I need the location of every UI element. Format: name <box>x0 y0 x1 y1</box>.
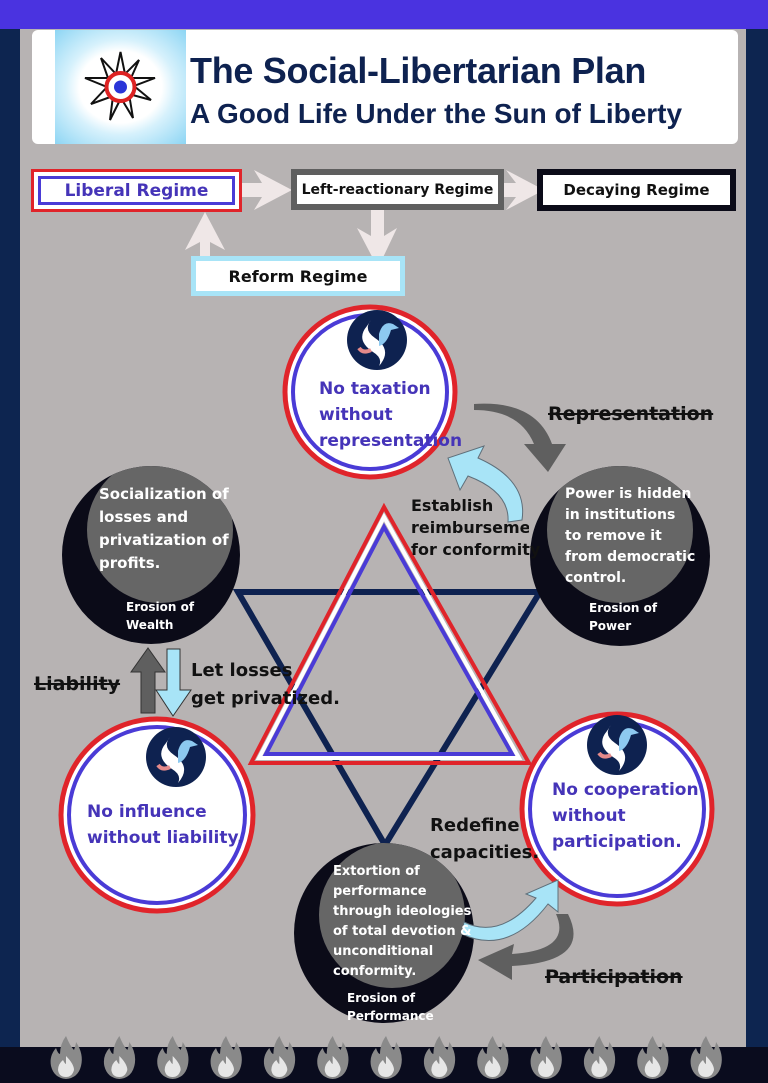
arrow-liberal-to-leftreactionary <box>240 170 292 210</box>
regime-left-reactionary: Left-reactionary Regime <box>291 169 504 210</box>
regime-reform-label: Reform Regime <box>228 266 368 286</box>
regime-decaying: Decaying Regime <box>537 169 736 211</box>
top-bar <box>0 0 768 29</box>
erosion-performance-circle <box>294 843 474 1023</box>
principle-left-text: No influence without liability. <box>87 802 244 848</box>
red-triangle <box>247 502 533 765</box>
regime-reform: Reform Regime <box>191 256 405 296</box>
annotation-let-losses: Let losses get privatized. <box>191 660 340 709</box>
grey-curved-arrow-participation <box>478 914 574 980</box>
erosion-power-label: Erosion of Power <box>589 601 658 633</box>
flame-icon <box>477 1036 509 1079</box>
principle-right-text: No cooperation without participation. <box>552 780 699 852</box>
erosion-performance-text: Extortion of performance through ideolog… <box>333 864 472 979</box>
flame-icon <box>317 1036 349 1079</box>
regime-left-reactionary-label: Left-reactionary Regime <box>301 181 494 198</box>
frame-left <box>0 29 20 1049</box>
arrow-leftreactionary-to-decaying <box>498 170 544 210</box>
frame-right <box>746 29 768 1049</box>
regime-liberal: Liberal Regime <box>31 169 242 212</box>
flame-icon <box>583 1036 616 1079</box>
annotation-establish-reimbursement: Establish reimbursement for conformity <box>411 496 541 559</box>
lightblue-curved-arrow-participation <box>461 879 559 941</box>
erosion-performance-label: Erosion of Performance <box>347 991 434 1023</box>
flame-icon <box>263 1036 296 1079</box>
flame-icon <box>423 1036 456 1079</box>
annotation-redefine-capacities: Redefine capacities. <box>430 815 540 863</box>
phoenix-emblem-icon <box>347 310 407 370</box>
arrow-leftreactionary-to-reform <box>357 210 397 268</box>
flame-icon <box>103 1036 136 1079</box>
page-subtitle: A Good Life Under the Sun of Liberty <box>190 98 683 129</box>
grey-curved-arrow-representation <box>474 403 566 472</box>
flame-icon <box>157 1036 189 1079</box>
phoenix-emblem-icon <box>587 715 647 775</box>
navy-triangle <box>232 589 546 851</box>
erosion-wealth-label: Erosion of Wealth <box>126 600 195 632</box>
struck-representation: Representation <box>548 403 714 425</box>
flame-row <box>50 1036 722 1079</box>
flame-icon <box>637 1036 669 1079</box>
regime-flow-arrows <box>185 170 544 273</box>
lightblue-down-arrow-losses <box>155 648 192 717</box>
flame-icon <box>690 1036 722 1079</box>
regime-decaying-label: Decaying Regime <box>563 181 710 199</box>
struck-participation: Participation <box>545 966 683 988</box>
principle-top-circle <box>282 304 458 480</box>
erosion-wealth-circle <box>62 466 240 644</box>
principle-top-text: No taxation without representation <box>319 379 463 451</box>
grey-up-arrow-liability <box>130 647 166 714</box>
principle-right-circle <box>519 711 715 907</box>
blue-triangle <box>262 522 516 756</box>
arrow-reform-to-liberal <box>185 212 225 273</box>
erosion-power-circle <box>530 466 710 646</box>
sun-of-liberty-icon <box>55 30 186 144</box>
flame-icon <box>50 1036 82 1079</box>
flame-icon <box>210 1036 242 1079</box>
principle-left-circle <box>58 716 256 914</box>
phoenix-emblem-icon <box>146 727 206 787</box>
erosion-wealth-text: Socialization of losses and privatizatio… <box>99 485 229 572</box>
flame-icon <box>530 1036 562 1079</box>
regime-liberal-label: Liberal Regime <box>64 180 209 201</box>
white-triangle <box>255 512 523 760</box>
lightblue-curved-arrow-reimbursement <box>447 445 524 523</box>
page-title: The Social-Libertarian Plan <box>190 50 647 91</box>
erosion-power-text: Power is hidden in institutions to remov… <box>565 486 696 586</box>
flame-icon <box>370 1036 402 1079</box>
struck-liability: Liability <box>34 673 121 695</box>
